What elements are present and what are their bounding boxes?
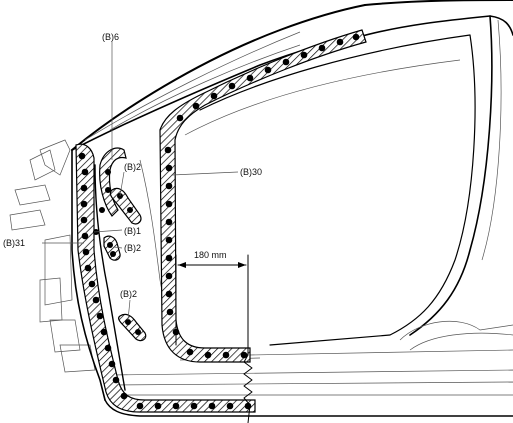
label-b6: (B)6: [102, 32, 119, 42]
bead-b2-low: [118, 313, 147, 342]
label-b2-low: (B)2: [120, 289, 137, 299]
label-b2-mid: (B)2: [124, 243, 141, 253]
label-b31: (B)31: [3, 238, 25, 248]
bead-a-pillar: [75, 143, 256, 413]
label-b2-top: (B)2: [124, 162, 141, 172]
label-b1: (B)1: [124, 226, 141, 236]
label-b30: (B)30: [240, 167, 262, 177]
bead-door-frame: [159, 29, 367, 363]
leader-lines: [42, 42, 239, 321]
label-dimension: 180 mm: [194, 250, 227, 260]
dimension-180mm: [175, 254, 253, 423]
bead-b2-mid: [103, 235, 121, 261]
